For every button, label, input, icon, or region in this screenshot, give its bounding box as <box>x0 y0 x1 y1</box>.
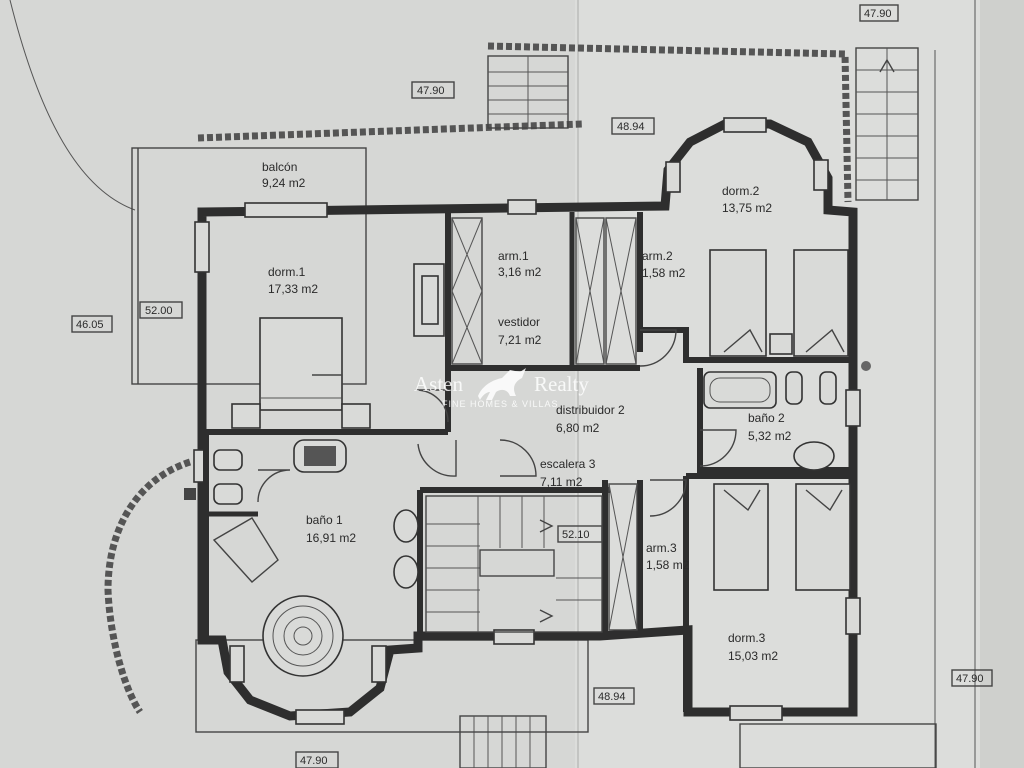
label-vestidor-name: vestidor <box>498 315 540 329</box>
level-tags: 47.90 47.90 48.94 46.05 52.00 52.10 48.9… <box>71 4 993 768</box>
terrace-bottom <box>195 639 589 733</box>
watermark-brand-right: Realty <box>534 372 589 396</box>
windows <box>193 117 861 725</box>
label-bano1-name: baño 1 <box>306 513 343 527</box>
paper-edge-strip <box>980 0 1024 768</box>
label-arm2-name: arm.2 <box>642 249 673 263</box>
plot-boundary-curve <box>9 0 136 211</box>
label-arm1-area: 3,16 m2 <box>498 265 542 279</box>
label-escalera-name: escalera 3 <box>540 457 596 471</box>
label-balcon-area: 9,24 m2 <box>262 176 306 190</box>
level-top-right: 47.90 <box>864 8 892 20</box>
bano1-fixtures <box>184 439 419 677</box>
hedge-top-right <box>487 42 852 203</box>
level-stair: 52.10 <box>562 529 590 541</box>
exterior-stairs-right <box>855 47 919 201</box>
dorm1-furniture <box>231 263 445 429</box>
label-balcon-name: balcón <box>262 160 297 174</box>
room-labels: balcón 9,24 m2 dorm.1 17,33 m2 arm.1 3,1… <box>262 160 792 663</box>
level-top-left: 47.90 <box>417 85 445 97</box>
label-distribuidor-area: 6,80 m2 <box>556 421 600 435</box>
label-dorm2-name: dorm.2 <box>722 184 760 198</box>
bano2-fixtures <box>703 361 871 471</box>
level-left-outer: 46.05 <box>76 319 104 331</box>
label-dorm3-name: dorm.3 <box>728 631 766 645</box>
hedge-top-left <box>197 120 583 142</box>
label-dorm3-area: 15,03 m2 <box>728 649 778 663</box>
terrace-bottom-right <box>739 723 937 768</box>
label-arm3-area: 1,58 m2 <box>646 558 690 572</box>
dorm3-furniture <box>713 483 851 591</box>
label-arm1-name: arm.1 <box>498 249 529 263</box>
exterior-stairs-bottom <box>459 715 547 768</box>
label-escalera-area: 7,11 m2 <box>540 475 583 489</box>
level-bottom: 47.90 <box>300 755 328 767</box>
interior-staircase <box>425 495 603 633</box>
label-arm3-name: arm.3 <box>646 541 677 555</box>
interior-walls <box>203 212 853 712</box>
horse-logo-icon <box>478 368 526 400</box>
balcony-outline <box>131 147 367 385</box>
hedge-left-curve <box>104 458 192 714</box>
level-bottom-mid: 48.94 <box>598 691 626 703</box>
label-dorm2-area: 13,75 m2 <box>722 201 772 215</box>
dorm2-furniture <box>709 249 849 357</box>
label-dorm1-area: 17,33 m2 <box>268 282 318 296</box>
label-bano2-name: baño 2 <box>748 411 785 425</box>
level-balcony: 52.00 <box>145 305 173 317</box>
door-swings <box>257 329 737 517</box>
level-top-mid: 48.94 <box>617 121 645 133</box>
label-dorm1-name: dorm.1 <box>268 265 306 279</box>
watermark-tagline: FINE HOMES & VILLAS <box>442 399 559 409</box>
label-bano1-area: 16,91 m2 <box>306 531 356 545</box>
label-vestidor-area: 7,21 m2 <box>498 333 542 347</box>
label-arm2-area: 1,58 m2 <box>642 266 686 280</box>
level-right: 47.90 <box>956 673 984 685</box>
exterior-stairs-top <box>487 55 569 129</box>
label-bano2-area: 5,32 m2 <box>748 429 792 443</box>
watermark-brand-left: Asten <box>414 372 463 396</box>
watermark: Asten Realty FINE HOMES & VILLAS <box>414 368 589 409</box>
label-distribuidor-name: distribuidor 2 <box>556 403 625 417</box>
wardrobe-doors <box>451 217 638 631</box>
